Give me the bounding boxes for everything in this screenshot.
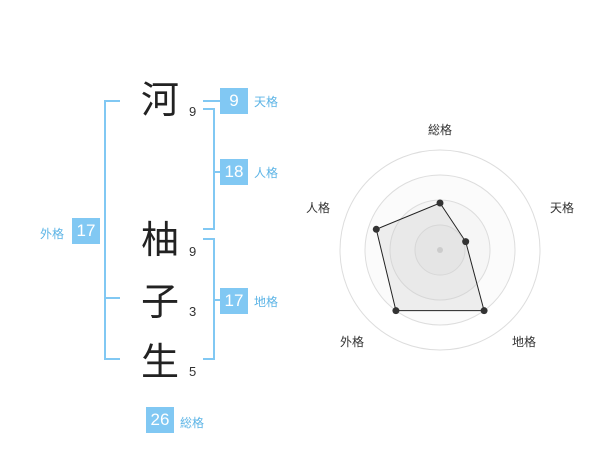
gaikaku-badge: 17 (72, 218, 100, 244)
radar-polygon (375, 202, 485, 312)
tenkaku-badge: 9 (220, 88, 248, 114)
radar-point-2 (462, 238, 470, 246)
jinkaku-badge: 18 (220, 159, 248, 185)
axis-label-gaikaku: 外格 (340, 334, 364, 349)
axis-label-chikaku: 地格 (512, 334, 536, 349)
jinkaku-connector (213, 171, 220, 173)
jinkaku-bracket-top (203, 108, 215, 110)
tenkaku-label: 天格 (254, 95, 279, 109)
outer-bracket-vertical (104, 100, 106, 360)
chikaku-label: 地格 (254, 295, 279, 309)
axis-label-soukaku: 総格 (428, 122, 452, 137)
jinkaku-bracket-bottom (203, 228, 215, 230)
chikaku-badge: 17 (220, 288, 248, 314)
name-char-1: 河 (140, 78, 179, 122)
tenkaku-connector (203, 100, 220, 102)
name-char-3: 子 (140, 280, 179, 324)
outer-bracket-bottom (104, 358, 120, 360)
axis-label-tenkaku: 天格 (550, 200, 574, 215)
chikaku-connector (213, 299, 220, 301)
name-char-4: 生 (140, 340, 179, 384)
name-char-4-strokes: 5 (189, 364, 197, 379)
radar-center-dot (437, 247, 443, 253)
radar-point-1 (436, 199, 444, 207)
radar-point-4 (392, 307, 400, 315)
gaikaku-label: 外格 (40, 227, 65, 241)
jinkaku-label: 人格 (254, 166, 279, 180)
chikaku-bracket-bottom (203, 358, 215, 360)
soukaku-badge: 26 (146, 407, 174, 433)
jinkaku-bracket-vertical (213, 108, 215, 230)
soukaku-label: 総格 (180, 416, 205, 430)
name-char-2-strokes: 9 (189, 244, 197, 259)
radar-point-3 (480, 307, 488, 315)
radar-point-5 (372, 225, 380, 233)
outer-bracket-top (104, 100, 120, 102)
radar-points (372, 199, 488, 315)
name-char-3-strokes: 3 (189, 304, 197, 319)
chikaku-bracket-top (203, 238, 215, 240)
name-char-2: 柚 (140, 218, 179, 262)
axis-label-jinkaku: 人格 (306, 200, 330, 215)
outer-bracket-mid (104, 297, 120, 299)
name-char-1-strokes: 9 (189, 104, 197, 119)
